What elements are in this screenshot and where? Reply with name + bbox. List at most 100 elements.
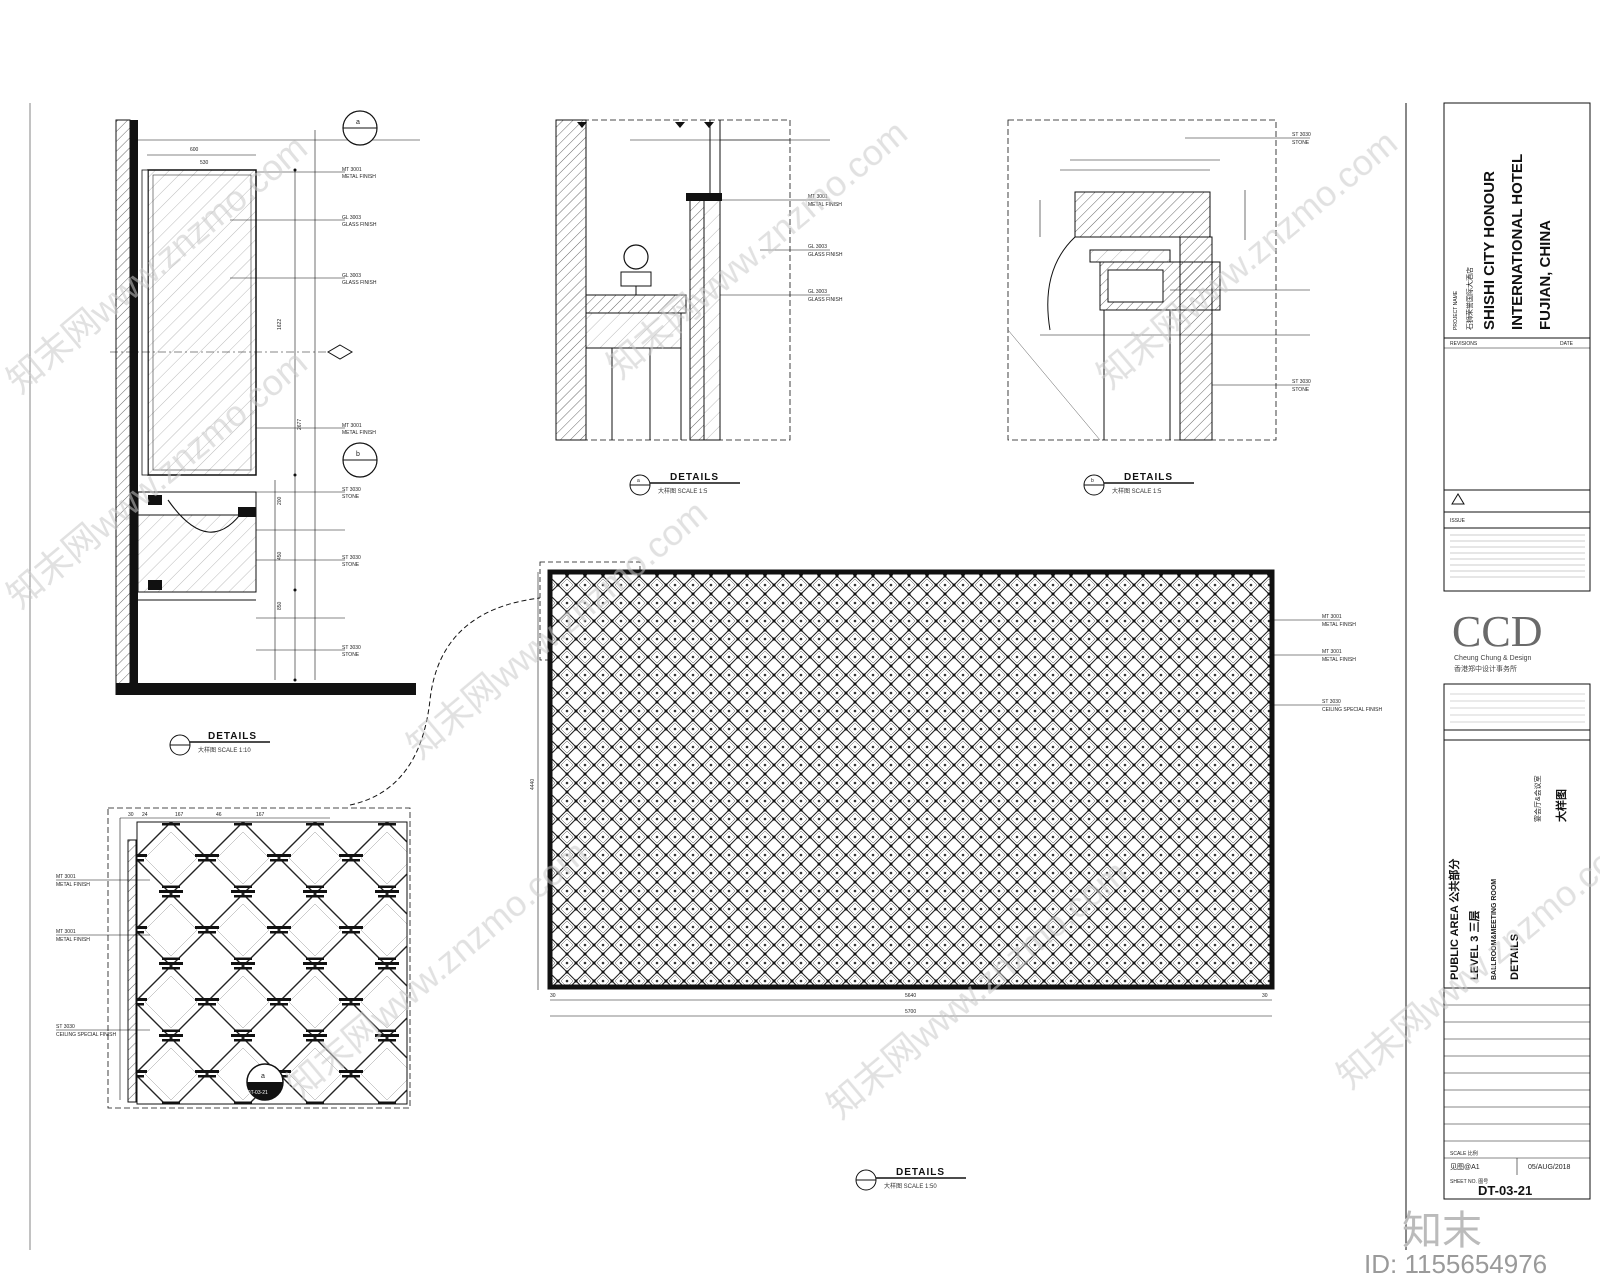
detail-a-tag-letter: a [637, 478, 640, 484]
dim-d1-h5: 850 [277, 601, 283, 610]
detail-1-tag: DETAILS 大样图 SCALE 1:10 [169, 731, 270, 756]
sheet-no-label: SHEET NO. 图号 [1450, 1179, 1488, 1185]
d1-callout-1: METAL FINISH [342, 174, 376, 180]
detail-a-section: MT 3001 METAL FINISH GL 3003 GLASS FINIS… [555, 119, 843, 496]
dim-big-5700: 5700 [905, 1009, 916, 1015]
da-callout-2-code: GL 3003 [808, 244, 827, 250]
db-callout-2-code: ST 3030 [1292, 379, 1311, 385]
date-value: 05/AUG/2018 [1528, 1164, 1571, 1171]
detail-1-title: DETAILS [208, 731, 257, 742]
area-cn-2: 大样图 [1554, 789, 1568, 822]
ref-a-label: a [261, 1073, 265, 1080]
d1-callout-7-code: ST 3030 [342, 645, 361, 651]
sheet-number: DT-03-21 [1478, 1183, 1532, 1198]
da-callout-3-code: GL 3003 [808, 289, 827, 295]
detail-b-tag: b DETAILS 大样图 SCALE 1:5 [1083, 472, 1194, 496]
dim-p-46: 46 [216, 812, 222, 818]
da-callout-1: METAL FINISH [808, 202, 842, 208]
project-en-3: FUJIAN, CHINA [1537, 220, 1554, 330]
db-callout-2: STONE [1292, 387, 1310, 393]
d1-callout-6: STONE [342, 562, 360, 568]
project-cn: 石狮荣誉国际大酒店 [1465, 267, 1474, 330]
detail-b-title: DETAILS [1124, 472, 1173, 483]
detail-b-section: ST 3030 STONE ST 3030 STONE b DETAILS 大样… [1007, 119, 1311, 496]
scale-value: 见图@A1 [1450, 1163, 1480, 1171]
ps-callout-2: METAL FINISH [56, 937, 90, 943]
ps-callout-1-code: MT 3001 [56, 874, 76, 880]
ps-callout-3-code: ST 3030 [56, 1024, 75, 1030]
dim-p-30: 30 [128, 812, 134, 818]
ref-marker-a[interactable]: a DT-03-21 [246, 1063, 284, 1101]
d1-callout-3-code: GL 3003 [342, 273, 361, 279]
section-marker-a[interactable]: a [342, 110, 378, 146]
firm-logo: CCD Cheung Chung & Design 香港郑中设计事务所 [1452, 607, 1542, 673]
detail-a-scale: 大样图 SCALE 1:5 [658, 487, 708, 495]
detail-2-scale: 大样图 SCALE 1:50 [884, 1182, 937, 1190]
detail-a-title: DETAILS [670, 472, 719, 483]
project-en-1: SHISHI CITY HONOUR [1481, 171, 1498, 330]
pattern-detail-small: 30 24 167 46 167 MT 3001 METAL FINISH MT… [56, 807, 411, 1109]
dim-d1-h3: 200 [277, 496, 283, 505]
d1-callout-6-code: ST 3030 [342, 555, 361, 561]
pl-callout-3-code: ST 3030 [1322, 699, 1341, 705]
ps-callout-1: METAL FINISH [56, 882, 90, 888]
dim-d1-h4: 450 [277, 551, 283, 560]
firm-cn: 香港郑中设计事务所 [1454, 664, 1517, 673]
ps-callout-2-code: MT 3001 [56, 929, 76, 935]
watermark-8: 知末网www.znzmo.com [1329, 822, 1600, 1096]
brand-mark: 知末 [1402, 1209, 1482, 1253]
ref-a-code: DT-03-21 [247, 1090, 268, 1096]
detail-2-tag: DETAILS 大样图 SCALE 1:50 [855, 1167, 966, 1191]
dim-p-24: 24 [142, 812, 148, 818]
db-callout-1-code: ST 3030 [1292, 132, 1311, 138]
d1-callout-4: METAL FINISH [342, 430, 376, 436]
area-cn-1: 宴会厅&会议室 [1533, 775, 1542, 822]
detail-a-tag: a DETAILS 大样图 SCALE 1:5 [629, 472, 740, 496]
da-callout-3: GLASS FINISH [808, 297, 843, 303]
dim-d1-h2: 2677 [297, 419, 303, 430]
detail-b-tag-letter: b [1091, 478, 1094, 484]
d1-callout-5: STONE [342, 494, 360, 500]
area-line-3: BALLROOM&MEETING ROOM [1491, 879, 1498, 980]
dim-p-167a: 167 [175, 812, 184, 818]
area-line-1: PUBLIC AREA 公共部分 [1447, 859, 1461, 980]
detail-b-scale: 大样图 SCALE 1:5 [1112, 487, 1162, 495]
ccd-logo: CCD [1452, 607, 1542, 656]
pl-callout-3: CEILING SPECIAL FINISH [1322, 707, 1382, 713]
section-b-label: b [356, 451, 360, 458]
pl-callout-2: METAL FINISH [1322, 657, 1356, 663]
watermark-5: 知末网www.znzmo.com [599, 112, 915, 386]
detail-1-scale: 大样图 SCALE 1:10 [198, 746, 251, 754]
da-callout-1-code: MT 3001 [808, 194, 828, 200]
section-marker-b[interactable]: b [342, 442, 378, 478]
d1-callout-1-code: MT 3001 [342, 167, 362, 173]
db-callout-1: STONE [1292, 140, 1310, 146]
title-block: PROJECT NAME 石狮荣誉国际大酒店 SHISHI CITY HONOU… [1405, 102, 1591, 1250]
d1-callout-5-code: ST 3030 [342, 487, 361, 493]
detail-1-section: 600 530 1622 2677 200 450 850 MT 3001 ME… [29, 103, 420, 1250]
image-id: ID: 1155654976 [1364, 1249, 1547, 1279]
pl-callout-1-code: MT 3001 [1322, 614, 1342, 620]
section-a-label: a [356, 119, 360, 126]
d1-callout-3: GLASS FINISH [342, 280, 377, 286]
dim-big-5640: 5640 [905, 993, 916, 999]
firm-en: Cheung Chung & Design [1454, 655, 1532, 662]
dim-big-h: 4440 [530, 779, 536, 790]
project-label: PROJECT NAME [1453, 290, 1459, 330]
project-en-2: INTERNATIONAL HOTEL [1509, 154, 1526, 330]
d1-callout-4-code: MT 3001 [342, 423, 362, 429]
pl-callout-2-code: MT 3001 [1322, 649, 1342, 655]
pl-callout-1: METAL FINISH [1322, 622, 1356, 628]
dim-d1-inner: 530 [200, 160, 209, 166]
issue-note: ISSUE [1450, 518, 1466, 524]
link-curve [349, 597, 541, 806]
dim-d1-h1: 1622 [277, 319, 283, 330]
d1-callout-2: GLASS FINISH [342, 222, 377, 228]
d1-callout-2-code: GL 3003 [342, 215, 361, 221]
d1-callout-7: STONE [342, 652, 360, 658]
dim-big-30b: 30 [1262, 993, 1268, 999]
dim-big-30a: 30 [550, 993, 556, 999]
detail-2-title: DETAILS [896, 1167, 945, 1178]
da-callout-2: GLASS FINISH [808, 252, 843, 258]
